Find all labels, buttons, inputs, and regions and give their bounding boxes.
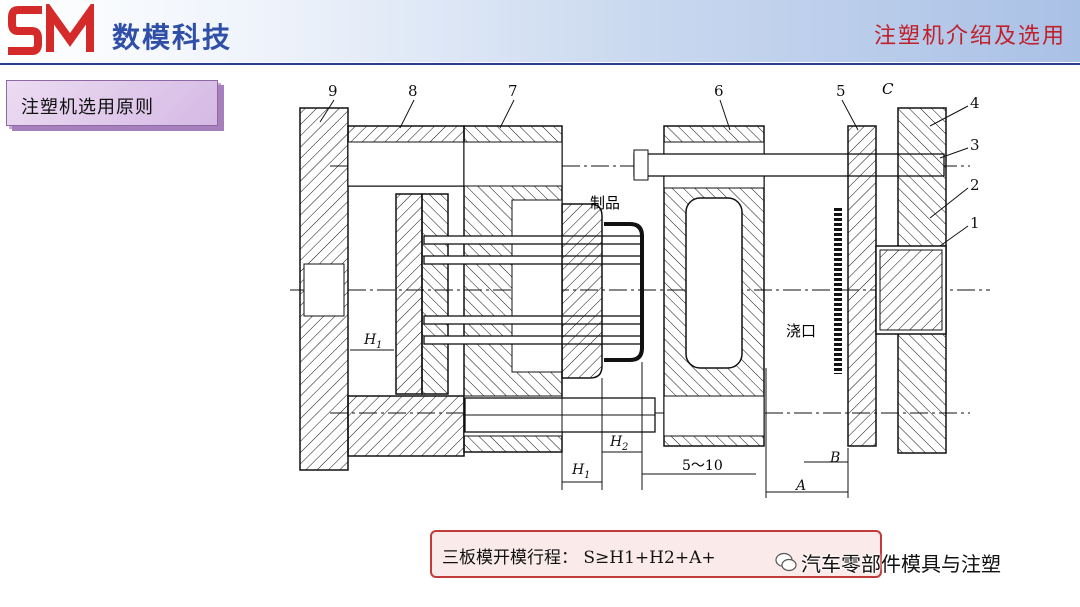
label-a: A	[794, 478, 806, 494]
part-6: 6	[714, 82, 724, 100]
label-h1-left-sub: 1	[376, 340, 382, 351]
section-tag: 注塑机选用原则	[6, 80, 218, 126]
header-divider	[0, 63, 1080, 65]
part-2: 2	[970, 176, 980, 194]
label-product: 制品	[590, 194, 620, 212]
watermark: 汽车零部件模具与注塑	[775, 549, 1001, 576]
sm-logo-icon	[8, 4, 94, 55]
label-gate: 浇口	[786, 322, 816, 340]
formula-text: 三板模开模行程： S≥H1+H2+A+	[442, 548, 716, 568]
label-5-10: 5～10	[682, 458, 723, 474]
section-tag-label: 注塑机选用原则	[21, 97, 154, 118]
three-plate-mold-diagram: 制品 9 8 7 6 5 4 3 2 1 C 浇口	[290, 80, 990, 498]
part-7: 7	[508, 82, 518, 100]
plate-5	[847, 125, 877, 447]
watermark-text: 汽车零部件模具与注塑	[801, 551, 1001, 576]
part-4: 4	[970, 94, 980, 112]
part-8: 8	[408, 82, 418, 100]
part-1: 1	[970, 214, 980, 232]
label-h2: H	[609, 434, 623, 450]
brand-name: 数模科技	[112, 21, 233, 54]
plate-8-lower	[347, 395, 465, 457]
part-9: 9	[328, 82, 338, 100]
label-h1-bottom: H	[571, 462, 585, 478]
wechat-icon	[775, 552, 797, 572]
formula-box: 三板模开模行程： S≥H1+H2+A+	[430, 530, 882, 578]
label-h2-sub: 2	[621, 442, 628, 453]
ejector-plate	[395, 193, 423, 395]
header-bar	[0, 0, 1080, 62]
label-b: B	[829, 450, 840, 466]
label-h1-left: H	[363, 332, 377, 348]
page-title: 注塑机介绍及选用	[873, 24, 1066, 49]
label-h1-bottom-sub: 1	[584, 470, 590, 481]
part-3: 3	[970, 136, 980, 154]
part-5: 5	[836, 82, 846, 100]
label-c: C	[882, 80, 894, 98]
